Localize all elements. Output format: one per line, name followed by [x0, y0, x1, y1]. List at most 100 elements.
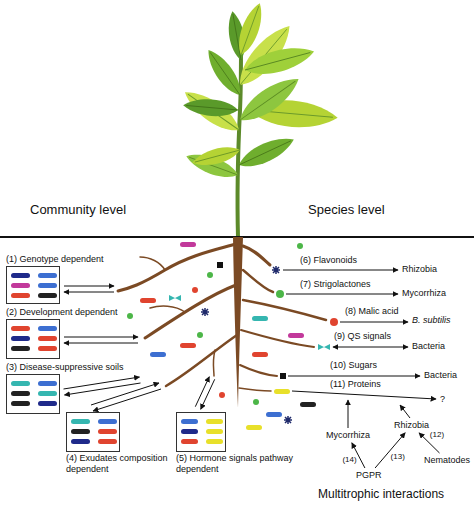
organism-node: PGPR — [356, 470, 382, 481]
leaf — [235, 131, 298, 173]
exudate-star — [201, 308, 209, 316]
community-box: (5) Hormone signals pathway dependent — [176, 412, 226, 452]
community-box: (3) Disease-suppressive soils — [6, 374, 60, 414]
root-branch — [213, 350, 215, 376]
microbe-bar — [38, 273, 57, 278]
microbe-bar — [246, 425, 262, 430]
leaf — [182, 97, 238, 118]
community-box: (2) Development dependent — [6, 319, 60, 359]
box-heading-holder: (4) Exudates composition dependent — [66, 453, 172, 475]
root-branch — [118, 244, 236, 291]
root-branch — [150, 306, 185, 312]
box-heading: (2) Development dependent — [6, 307, 118, 318]
organism-name: Nematodes — [424, 455, 470, 466]
organism-name: Bacteria — [412, 341, 445, 352]
organism-name: Rhizobia — [394, 420, 429, 431]
callout-number: (12) — [429, 430, 445, 440]
signal-arrow — [286, 294, 398, 295]
flavonoid-star — [272, 266, 280, 274]
strigolactone-dot — [276, 290, 284, 298]
exudate-dot — [192, 287, 198, 293]
leaf-vein — [195, 150, 240, 162]
microbe-bar — [71, 439, 90, 444]
microbe-bar — [11, 391, 30, 396]
exudate-dot — [207, 272, 213, 278]
organism-node: Mycorrhiza — [326, 430, 370, 441]
microbe-bar — [38, 346, 57, 351]
organism-name: Bacteria — [424, 370, 457, 381]
exudate-dot — [197, 332, 203, 338]
microbe-bar — [11, 293, 30, 298]
organism-node: Rhizobia — [394, 420, 429, 431]
root-branch — [166, 335, 237, 386]
protein-bar — [274, 389, 290, 394]
organism-name: ? — [440, 394, 445, 405]
box-heading-holder: (2) Development dependent — [6, 307, 118, 318]
root-branch — [239, 388, 271, 391]
organism-node: Bacteria — [412, 341, 445, 352]
microbe-bar — [38, 401, 57, 406]
root-arrow — [348, 400, 349, 428]
microbe-bar — [38, 391, 57, 396]
signal-label: (8) Malic acid — [345, 306, 399, 317]
microbe-bar — [38, 326, 57, 331]
microbe-bar — [38, 283, 57, 288]
leaf — [233, 0, 267, 57]
leaf-blade — [235, 131, 298, 173]
double-arrow — [65, 383, 141, 395]
box-heading: (5) Hormone signals pathway dependent — [176, 453, 296, 475]
exudate-dot — [219, 392, 225, 398]
leaf-vein — [245, 53, 310, 70]
signal-arrow — [340, 322, 408, 323]
exudate-dot — [127, 313, 133, 319]
organism-name: Rhizobia — [402, 264, 437, 275]
root-branch — [241, 330, 314, 347]
double-arrow — [195, 377, 209, 407]
root-arrow — [400, 405, 410, 418]
community-box: (1) Genotype dependent — [6, 266, 60, 304]
double-arrow — [93, 389, 161, 411]
leaf-vein — [241, 6, 259, 55]
signal-label: (7) Strigolactones — [300, 279, 371, 290]
organism-node: Nematodes — [424, 455, 470, 466]
box-heading: (1) Genotype dependent — [6, 254, 104, 265]
exudate-star — [284, 416, 292, 424]
level-heading: Species level — [308, 202, 385, 218]
microbe-bar — [11, 346, 30, 351]
community-box: (4) Exudates composition dependent — [66, 412, 120, 452]
microbe-bar — [252, 352, 268, 357]
leaf — [190, 143, 242, 170]
organism-node: Bacteria — [424, 370, 457, 381]
root-branch — [243, 270, 273, 292]
sugar-square — [280, 373, 286, 379]
signal-arrow — [292, 391, 436, 399]
organism-node: Mycorrhiza — [402, 288, 446, 299]
microbe-bar — [11, 336, 30, 341]
microbe-bar — [181, 439, 198, 444]
double-arrow — [64, 292, 114, 293]
interaction-arrow — [375, 433, 405, 468]
double-arrow — [64, 377, 140, 389]
double-arrow — [64, 286, 114, 287]
box-heading-holder: (1) Genotype dependent — [6, 254, 104, 265]
signal-label: (11) Proteins — [330, 379, 381, 390]
root-branch — [240, 365, 277, 376]
organism-node: ? — [440, 394, 445, 405]
callout-number: (13) — [390, 452, 406, 462]
box-heading-holder: (5) Hormone signals pathway dependent — [176, 453, 296, 475]
microbe-bar — [150, 352, 166, 357]
signal-label: (10) Sugars — [330, 360, 377, 371]
microbe-bar — [180, 343, 196, 348]
root-branch — [140, 257, 165, 270]
exudate-square — [217, 262, 223, 268]
leaf — [242, 41, 317, 80]
organism-node: Rhizobia — [402, 264, 437, 275]
leaf-blade — [233, 0, 267, 57]
callout-number: (14) — [341, 455, 357, 465]
box-heading-holder: (3) Disease-suppressive soils — [6, 362, 124, 373]
microbe-bar — [206, 439, 223, 444]
root-branch — [145, 285, 236, 338]
double-arrow — [64, 343, 138, 344]
double-arrow — [91, 383, 159, 405]
